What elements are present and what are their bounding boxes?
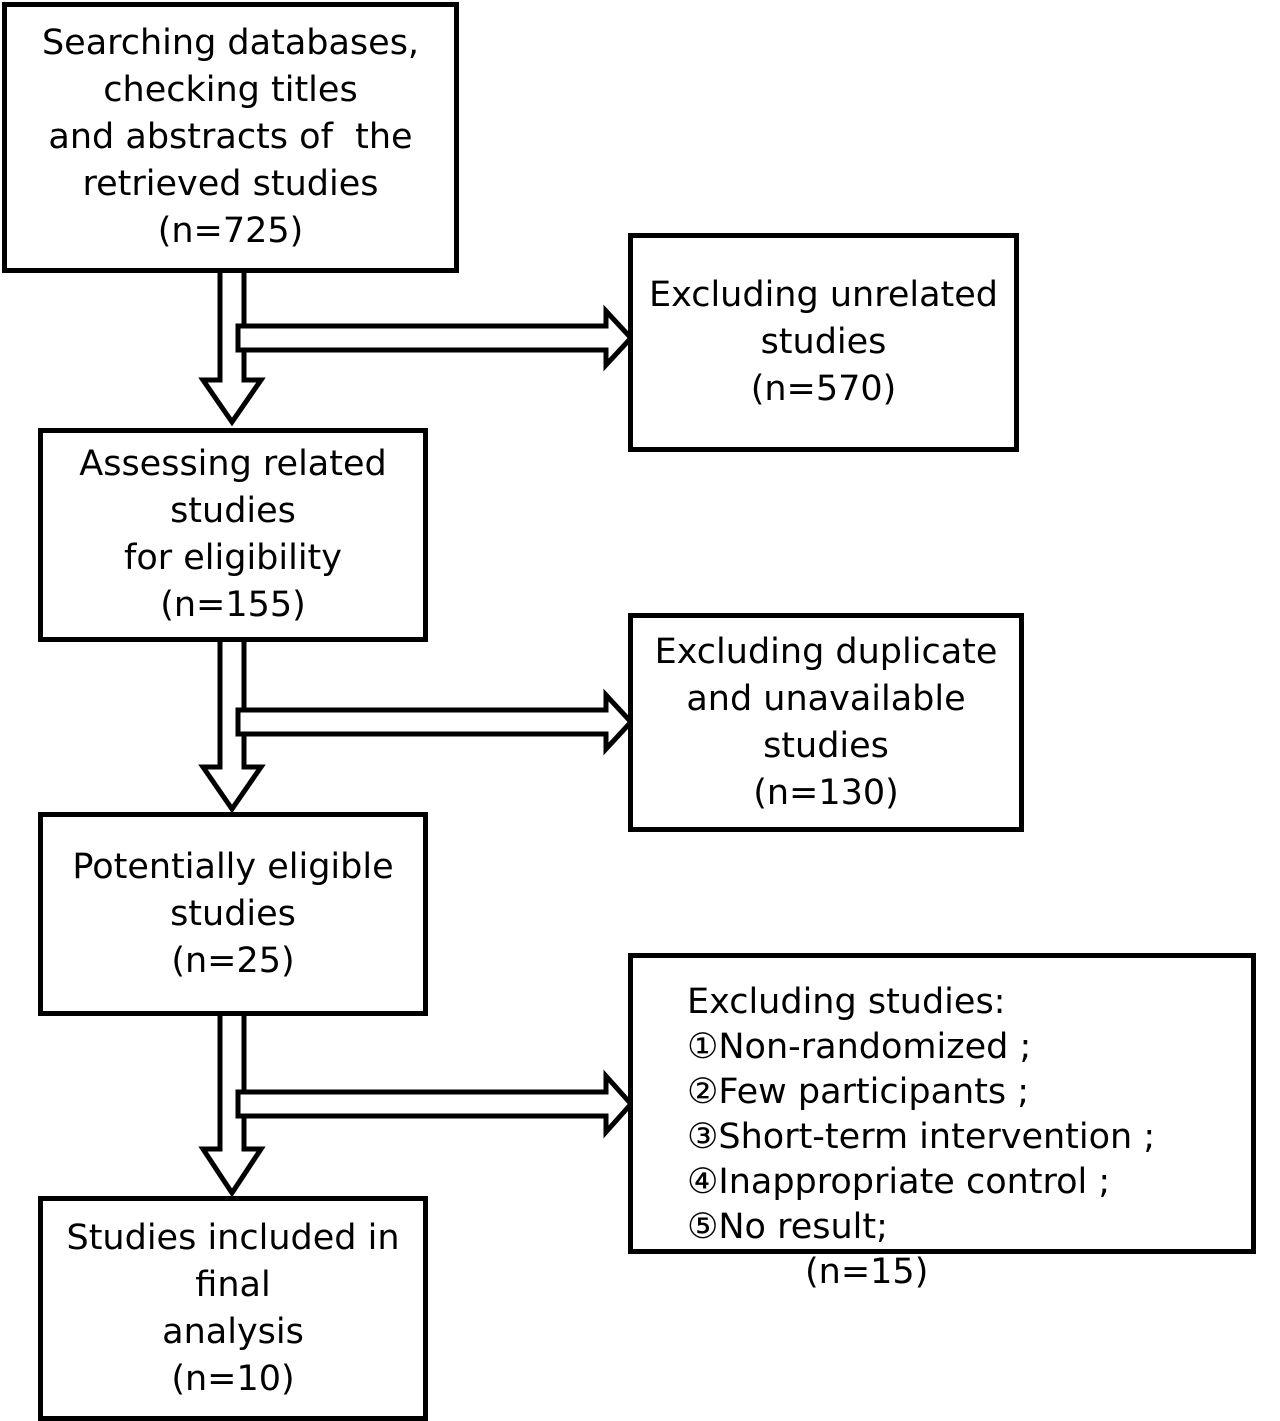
box-excluding-reasons-item-2: ②Few participants ;	[687, 1072, 1030, 1112]
box-excluding-reasons-item-5: ⑤No result;	[687, 1207, 888, 1247]
box-excluding-reasons: Excluding studies: ①Non-randomized ; ②Fe…	[628, 953, 1256, 1292]
box-excluding-unrelated: Excluding unrelated studies (n=570)	[628, 233, 1019, 452]
box-excluding-reasons-item-3: ③Short-term intervention ;	[687, 1117, 1156, 1157]
box-potentially-eligible-count: (n=25)	[171, 940, 295, 981]
box-studies-included-final-count: (n=10)	[171, 1358, 295, 1399]
box-searching-databases-line-4: retrieved studies	[82, 164, 379, 204]
box-excluding-reasons-count: (n=15)	[805, 1252, 929, 1292]
box-assessing-related-count: (n=155)	[160, 585, 306, 625]
box-excluding-reasons-item-1: ①Non-randomized ;	[687, 1027, 1032, 1067]
right-arrow-excluding-duplicate	[235, 688, 635, 756]
box-potentially-eligible-line-1: Potentially eligible	[72, 846, 394, 887]
box-assessing-related-line-2: studies	[170, 491, 296, 531]
box-searching-databases-line-1: Searching databases,	[41, 23, 420, 63]
box-assessing-related-line-1: Assessing related	[79, 444, 387, 484]
box-excluding-unrelated-line-1: Excluding unrelated	[649, 275, 998, 315]
box-studies-included-final-line-3: analysis	[162, 1311, 304, 1352]
box-excluding-duplicate: Excluding duplicate and unavailable stud…	[628, 613, 1024, 832]
box-assessing-related: Assessing related studies for eligibilit…	[38, 428, 428, 642]
box-searching-databases-line-2: checking titles	[103, 70, 358, 110]
box-assessing-related-line-3: for eligibility	[124, 538, 342, 578]
down-arrow-stage1-to-stage2	[198, 265, 266, 427]
box-excluding-duplicate-line-1: Excluding duplicate	[654, 631, 998, 672]
box-excluding-reasons-item-4: ④Inappropriate control ;	[687, 1162, 1111, 1202]
box-excluding-unrelated-line-2: studies	[760, 322, 887, 362]
right-arrow-excluding-unrelated	[235, 304, 635, 372]
box-studies-included-final-line-2: final	[195, 1264, 271, 1305]
box-excluding-unrelated-count: (n=570)	[750, 369, 897, 409]
box-searching-databases-count: (n=725)	[157, 211, 304, 251]
box-excluding-reasons-heading: Excluding studies:	[687, 982, 1006, 1022]
box-potentially-eligible-line-2: studies	[170, 893, 296, 934]
box-searching-databases: Searching databases, checking titles and…	[2, 2, 459, 273]
box-studies-included-final-line-1: Studies included in	[66, 1217, 400, 1258]
box-potentially-eligible: Potentially eligible studies (n=25)	[38, 812, 428, 1016]
box-studies-included-final: Studies included in final analysis (n=10…	[38, 1196, 428, 1421]
box-excluding-duplicate-count: (n=130)	[753, 772, 899, 813]
box-excluding-duplicate-line-2: and unavailable	[686, 678, 966, 719]
down-arrow-stage3-to-final	[198, 1008, 266, 1198]
down-arrow-stage2-to-stage3	[198, 634, 266, 814]
box-excluding-duplicate-line-3: studies	[763, 725, 889, 766]
box-searching-databases-line-3: and abstracts of the	[48, 117, 413, 157]
right-arrow-excluding-reasons	[235, 1069, 635, 1139]
